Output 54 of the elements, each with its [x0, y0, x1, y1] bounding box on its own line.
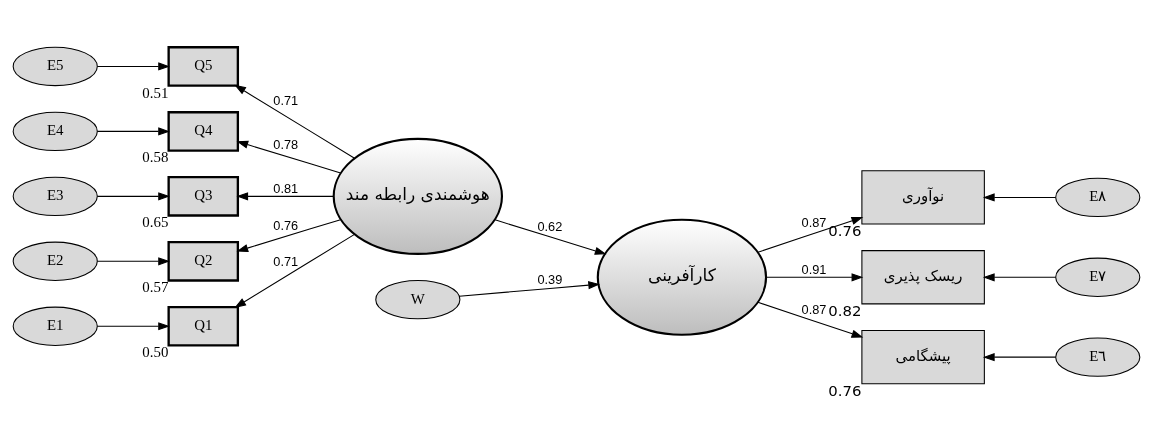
arrow [234, 84, 356, 159]
node-ellipse: E٨ [1055, 177, 1141, 218]
arrow [982, 353, 1057, 362]
arrow [765, 273, 864, 282]
node-box: ریسک پذیری [861, 250, 985, 305]
arrow [234, 233, 356, 308]
arrow [757, 216, 864, 253]
edge-label: 0.62 [537, 219, 563, 235]
arrow [757, 301, 864, 338]
arrow [96, 127, 170, 136]
node-box: Q1 [167, 305, 240, 347]
edge-label: 0.87 [801, 214, 827, 230]
arrow [494, 219, 607, 255]
node-label: 0.76 [828, 221, 862, 240]
arrow [982, 273, 1057, 282]
node-box: Q5 [167, 46, 240, 87]
node-label: 0.51 [142, 84, 169, 101]
edge-label: 0.39 [537, 272, 563, 288]
edge-label: 0.71 [273, 93, 299, 109]
edge-label: 0.71 [273, 254, 299, 270]
node-ellipse: W [375, 279, 461, 320]
node-ellipse: E5 [12, 46, 98, 87]
node-ellipse: E٧ [1055, 257, 1141, 297]
node-ellipse: E1 [12, 306, 98, 346]
node-ellipse: E3 [12, 176, 98, 217]
arrow [96, 257, 170, 266]
node-ellipse: E٦ [1055, 337, 1141, 377]
node-box: Q3 [167, 176, 240, 217]
node-ellipse: E2 [12, 241, 98, 281]
node-ellipse: هوشمندی رابطه مند [332, 137, 504, 255]
arrow [96, 192, 170, 201]
node-label: 0.57 [142, 279, 169, 296]
node-box: Q2 [167, 240, 240, 282]
arrow [96, 62, 170, 71]
arrow [982, 193, 1057, 202]
node-box: پیشگامی [861, 330, 985, 385]
edge-label: 0.87 [801, 302, 827, 318]
node-box: نوآوری [861, 170, 985, 225]
node-label: 0.76 [828, 381, 862, 400]
node-label: 0.58 [142, 149, 169, 166]
arrow [236, 140, 342, 174]
node-label: 0.82 [828, 301, 862, 320]
arrow [458, 281, 601, 297]
node-box: Q4 [167, 111, 240, 152]
edge-label: 0.91 [801, 261, 827, 277]
arrow [236, 192, 334, 201]
node-label: 0.65 [142, 214, 169, 231]
node-label: 0.50 [142, 344, 169, 361]
edge-label: 0.76 [273, 218, 299, 233]
arrow [96, 322, 170, 331]
arrow [236, 219, 342, 252]
node-ellipse: E4 [12, 111, 98, 152]
edge-label: 0.78 [273, 137, 299, 153]
edge-label: 0.81 [273, 180, 299, 196]
